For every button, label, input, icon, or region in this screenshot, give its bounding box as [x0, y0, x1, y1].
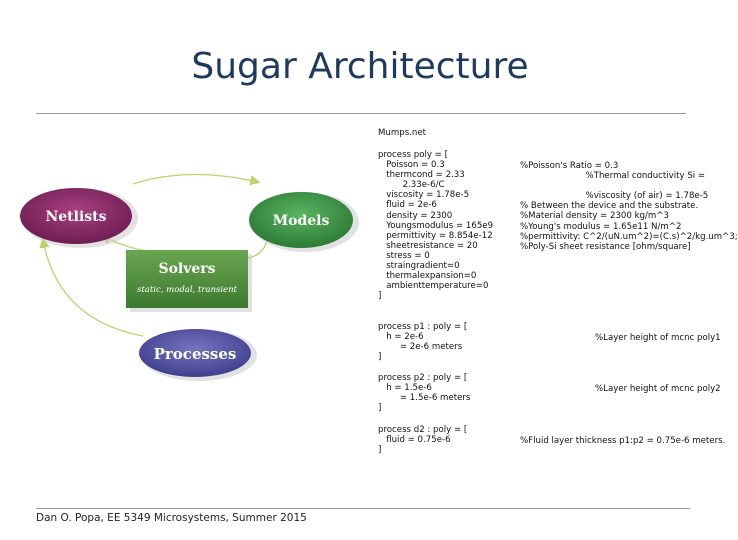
- solvers-label: Solvers: [158, 261, 215, 277]
- comment-line: %Poisson's Ratio = 0.3: [520, 161, 619, 171]
- comment-line: %Material density = 2300 kg/m^3: [520, 211, 669, 222]
- footer-divider: [36, 508, 690, 509]
- code-line: process p2 : poly = [: [378, 373, 468, 383]
- comment-line: %viscosity (of air) = 1.78e-5: [520, 191, 709, 202]
- code-line: fluid = 2e-6: [378, 200, 437, 211]
- comment-line: % Between the device and the substrate.: [520, 201, 699, 212]
- comment-line: %permittivity: C^2/(uN.um^2)=(C.s)^2/kg.…: [520, 231, 738, 242]
- sugar-architecture-diagram: Netlists Models Solvers static, modal, t…: [20, 173, 359, 381]
- code-line: process d2 : poly = [: [378, 425, 468, 435]
- code-line: = 2e-6 meters: [378, 342, 463, 353]
- process-poly-block: process poly = [ Poisson = 0.3 thermcond…: [378, 150, 493, 301]
- process-p2-block: process p2 : poly = [ h = 1.5e-6 = 1.5e-…: [378, 373, 470, 413]
- code-line: stress = 0: [378, 250, 430, 261]
- code-line: viscosity = 1.78e-5: [378, 190, 470, 201]
- code-line: ]: [378, 403, 382, 414]
- models-node: Models: [249, 192, 359, 252]
- code-line: ]: [378, 445, 382, 456]
- title-divider: [36, 113, 686, 114]
- slide-title: Sugar Architecture: [191, 46, 529, 87]
- netlist-filename: Mumps.net: [378, 128, 426, 138]
- solvers-sublabel: static, modal, transient: [137, 285, 238, 295]
- code-line: h = 1.5e-6: [378, 383, 432, 394]
- code-line: 2.33e-6/C: [378, 180, 445, 191]
- code-line: sheetresistance = 20: [378, 240, 478, 251]
- comment-line: [520, 181, 738, 191]
- comment-line: %Poly-Si sheet resistance [ohm/square]: [520, 241, 691, 252]
- process-p1-comment: %Layer height of mcnc poly1: [595, 333, 721, 343]
- code-line: ]: [378, 291, 382, 302]
- code-line: fluid = 0.75e-6: [378, 435, 451, 446]
- code-line: process p1 : poly = [: [378, 322, 468, 332]
- process-p1-block: process p1 : poly = [ h = 2e-6 = 2e-6 me…: [378, 322, 467, 362]
- processes-label: Processes: [154, 345, 237, 363]
- code-line: ambienttemperature=0: [378, 281, 489, 292]
- code-line: density = 2300: [378, 210, 453, 221]
- processes-node: Processes: [139, 329, 257, 381]
- process-d2-comment: %Fluid layer thickness p1:p2 = 0.75e-6 m…: [520, 436, 726, 446]
- code-line: = 1.5e-6 meters: [378, 393, 471, 404]
- process-d2-block: process d2 : poly = [ fluid = 0.75e-6]: [378, 425, 467, 455]
- netlists-node: Netlists: [20, 188, 138, 248]
- models-label: Models: [273, 213, 330, 229]
- process-poly-comments: %Poisson's Ratio = 0.3 %Thermal conducti…: [520, 161, 738, 252]
- code-line: thermcond = 2.33: [378, 170, 465, 181]
- comment-line: %Thermal conductivity Si =: [520, 171, 706, 182]
- code-line: Poisson = 0.3: [378, 160, 445, 171]
- code-line: ]: [378, 352, 382, 363]
- code-line: straingradient=0: [378, 261, 460, 272]
- solvers-node: Solvers static, modal, transient: [126, 250, 252, 312]
- code-line: h = 2e-6: [378, 332, 424, 343]
- code-line: process poly = [: [378, 150, 448, 160]
- comment-line: %Young's modulus = 1.65e11 N/m^2: [520, 221, 682, 232]
- process-p2-comment: %Layer height of mcnc poly2: [595, 384, 721, 394]
- slide-footer: Dan O. Popa, EE 5349 Microsystems, Summe…: [36, 512, 307, 524]
- netlists-label: Netlists: [45, 209, 106, 225]
- code-line: Youngsmodulus = 165e9: [378, 220, 494, 231]
- code-line: thermalexpansion=0: [378, 271, 477, 282]
- code-line: permittivity = 8.854e-12: [378, 230, 493, 241]
